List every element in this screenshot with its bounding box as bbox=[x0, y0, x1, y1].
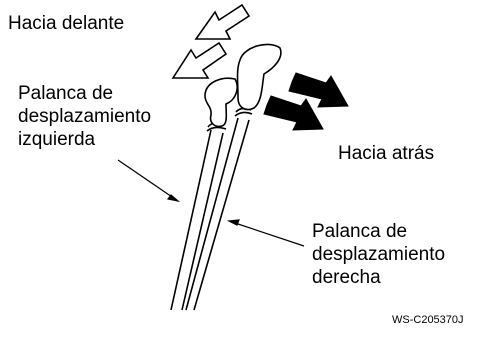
backward-arrow-icon bbox=[263, 72, 349, 131]
right-lever bbox=[185, 43, 282, 311]
backward-label: Hacia atrás bbox=[338, 143, 435, 164]
figure-code: WS-C205370J bbox=[392, 314, 464, 326]
forward-arrow-icon bbox=[171, 3, 251, 79]
forward-label: Hacia delante bbox=[8, 13, 125, 34]
right-lever-label: Palanca de desplazamiento derecha bbox=[312, 221, 446, 288]
left-lever-label: Palanca de desplazamiento izquierda bbox=[18, 83, 152, 150]
leader-lines bbox=[117, 159, 305, 247]
left-lever bbox=[170, 77, 238, 311]
